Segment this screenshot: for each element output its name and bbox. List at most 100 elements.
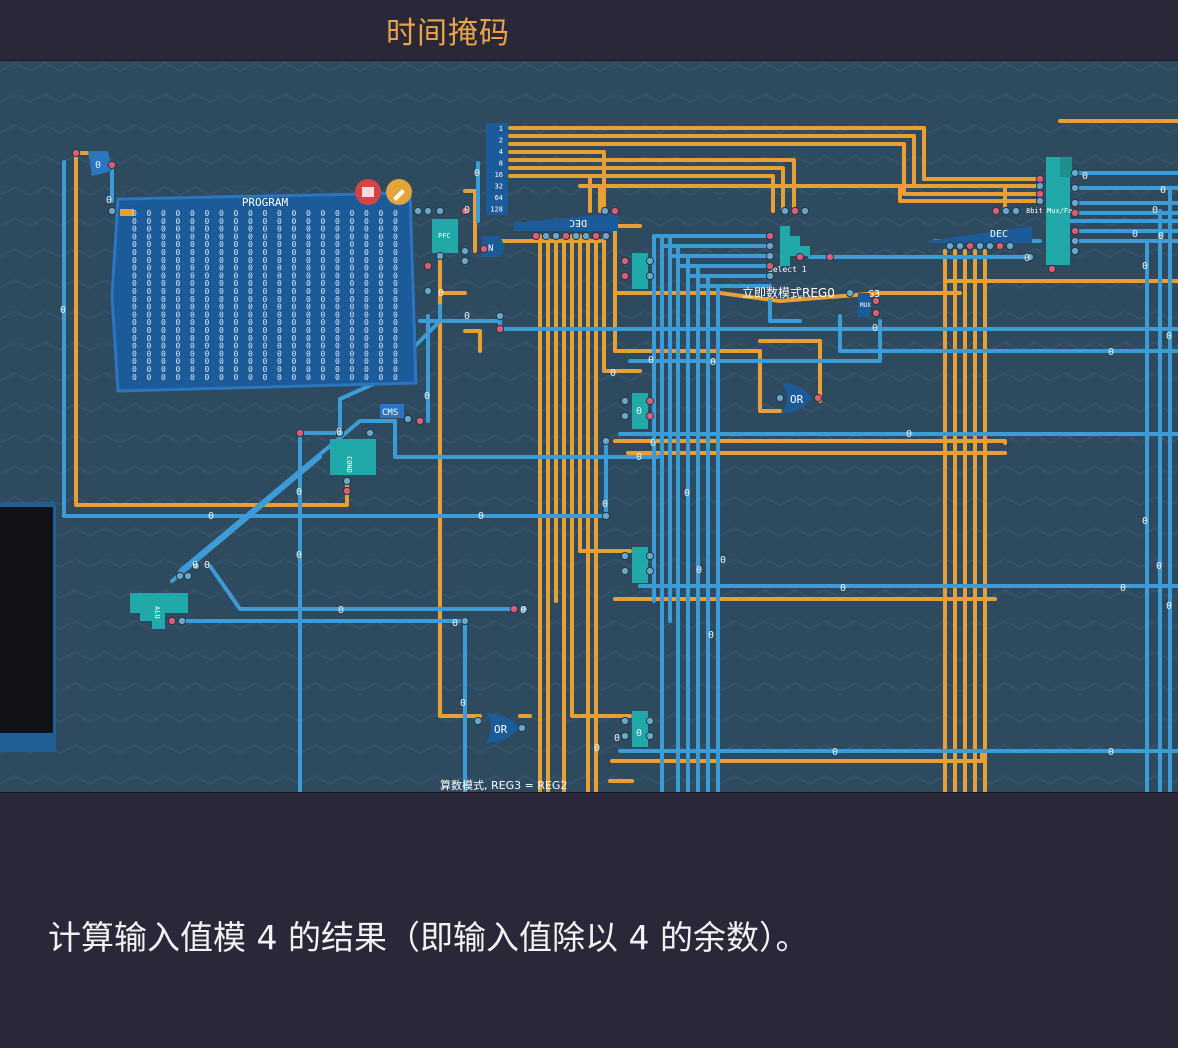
pin[interactable] — [780, 206, 790, 216]
pin[interactable] — [1070, 183, 1080, 193]
pin[interactable] — [541, 231, 551, 241]
pin[interactable] — [620, 271, 630, 281]
or-gate-1[interactable] — [782, 383, 812, 413]
pin[interactable] — [571, 231, 581, 241]
pin[interactable] — [495, 324, 505, 334]
alu-block[interactable] — [130, 593, 188, 629]
pin[interactable] — [1035, 196, 1045, 206]
pin[interactable] — [191, 561, 201, 571]
pin[interactable] — [1070, 246, 1080, 256]
register-1[interactable] — [632, 253, 648, 289]
decoder-2[interactable] — [928, 226, 1032, 243]
pin[interactable] — [295, 428, 305, 438]
pin[interactable] — [423, 261, 433, 271]
pin[interactable] — [825, 252, 835, 262]
pin[interactable] — [991, 206, 1001, 216]
pin[interactable] — [600, 206, 610, 216]
pin[interactable] — [1011, 206, 1021, 216]
pin[interactable] — [620, 716, 630, 726]
bit-input-bank[interactable] — [486, 123, 508, 215]
pin[interactable] — [71, 148, 81, 158]
pin[interactable] — [183, 571, 193, 581]
pin[interactable] — [479, 244, 489, 254]
pin[interactable] — [620, 551, 630, 561]
pin[interactable] — [581, 231, 591, 241]
pin[interactable] — [495, 311, 505, 321]
pin[interactable] — [620, 396, 630, 406]
pin[interactable] — [415, 416, 425, 426]
pin[interactable] — [765, 261, 775, 271]
pin[interactable] — [995, 241, 1005, 251]
pin[interactable] — [460, 616, 470, 626]
pin[interactable] — [601, 436, 611, 446]
pin[interactable] — [1070, 236, 1080, 246]
pin[interactable] — [645, 396, 655, 406]
pin[interactable] — [1025, 252, 1035, 262]
pin[interactable] — [1070, 198, 1080, 208]
pin[interactable] — [975, 241, 985, 251]
pin[interactable] — [813, 393, 823, 403]
pin[interactable] — [1035, 174, 1045, 184]
pin[interactable] — [645, 551, 655, 561]
pin[interactable] — [460, 256, 470, 266]
input-node[interactable] — [88, 151, 112, 176]
pin[interactable] — [175, 571, 185, 581]
or-gate-2[interactable] — [486, 713, 520, 743]
pin[interactable] — [509, 604, 519, 614]
pin[interactable] — [645, 716, 655, 726]
register-4[interactable] — [632, 711, 648, 747]
pin[interactable] — [435, 206, 445, 216]
decoder-1[interactable] — [514, 213, 618, 231]
pin[interactable] — [342, 486, 352, 496]
cond-block[interactable] — [330, 439, 376, 475]
pin[interactable] — [765, 251, 775, 261]
pin[interactable] — [601, 231, 611, 241]
pin[interactable] — [601, 511, 611, 521]
pin[interactable] — [945, 241, 955, 251]
pin[interactable] — [1005, 241, 1015, 251]
pin[interactable] — [473, 716, 483, 726]
pin[interactable] — [1047, 264, 1057, 274]
pin[interactable] — [423, 286, 433, 296]
pin[interactable] — [335, 428, 345, 438]
pin[interactable] — [1070, 168, 1080, 178]
pin[interactable] — [765, 271, 775, 281]
pin[interactable] — [460, 206, 470, 216]
pin[interactable] — [765, 241, 775, 251]
pin[interactable] — [413, 206, 423, 216]
pin[interactable] — [403, 414, 413, 424]
pin[interactable] — [1001, 206, 1011, 216]
pin[interactable] — [591, 231, 601, 241]
pin[interactable] — [645, 411, 655, 421]
pin[interactable] — [985, 241, 995, 251]
pin[interactable] — [435, 251, 445, 261]
pin[interactable] — [645, 731, 655, 741]
register-2[interactable] — [632, 393, 648, 429]
pin[interactable] — [845, 288, 855, 298]
pin[interactable] — [519, 604, 529, 614]
mux-block[interactable] — [858, 293, 870, 317]
pin[interactable] — [620, 731, 630, 741]
pin[interactable] — [775, 393, 785, 403]
pin[interactable] — [460, 246, 470, 256]
pin[interactable] — [795, 252, 805, 262]
pin[interactable] — [177, 616, 187, 626]
pin[interactable] — [765, 231, 775, 241]
pin[interactable] — [1070, 208, 1080, 218]
pin[interactable] — [620, 256, 630, 266]
circuit-canvas[interactable]: PROGRAM 00000000000000000000000000000000… — [0, 61, 1178, 792]
pin[interactable] — [800, 206, 810, 216]
pin[interactable] — [365, 428, 375, 438]
pc-register[interactable] — [432, 219, 458, 253]
pin[interactable] — [167, 616, 177, 626]
pin[interactable] — [645, 256, 655, 266]
pin[interactable] — [1035, 189, 1045, 199]
pin[interactable] — [423, 206, 433, 216]
pin[interactable] — [871, 296, 881, 306]
pin[interactable] — [517, 723, 527, 733]
pin[interactable] — [107, 160, 117, 170]
select-block[interactable] — [780, 226, 810, 266]
pin[interactable] — [107, 206, 117, 216]
cmd-block[interactable] — [380, 404, 404, 418]
